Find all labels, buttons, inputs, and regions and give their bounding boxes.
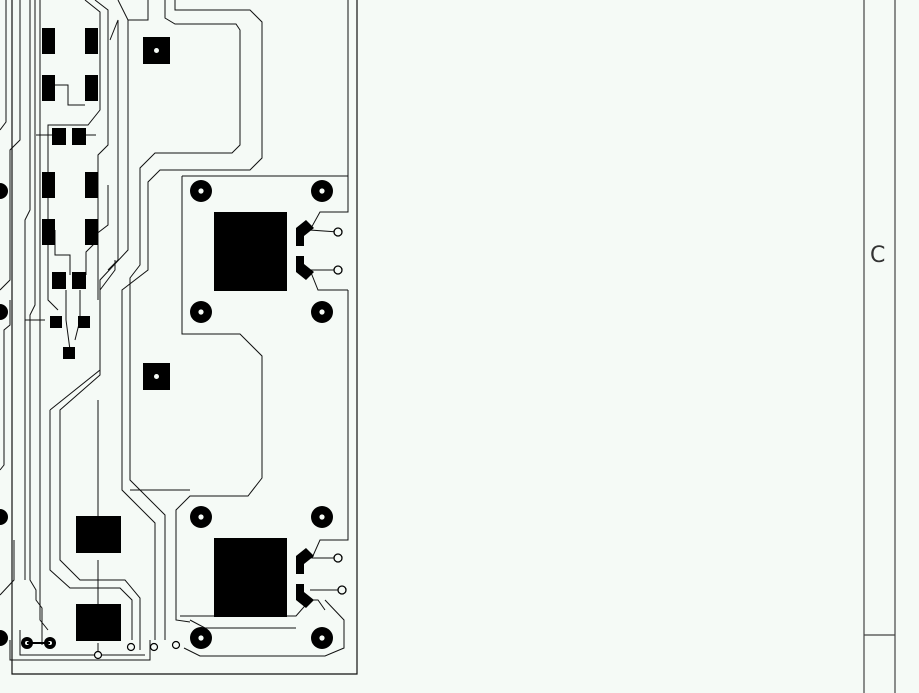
- trace: [65, 290, 71, 351]
- trace: [59, 0, 141, 650]
- trace: [183, 599, 345, 657]
- board-outline: [11, 0, 358, 675]
- regulator-lead: [296, 584, 314, 608]
- trace: [19, 630, 145, 656]
- trace: [0, 540, 15, 596]
- trace: [94, 185, 109, 236]
- regulator-lead: [296, 548, 314, 574]
- mounting-holes: [190, 180, 333, 649]
- smd-pad: [85, 219, 98, 245]
- smd-pad: [85, 172, 98, 198]
- regulator-tab: [214, 212, 287, 291]
- regulator-tab: [214, 538, 287, 617]
- square-pads: [143, 37, 170, 390]
- trace: [175, 176, 263, 623]
- smd-pad: [42, 28, 55, 54]
- trace: [24, 0, 31, 580]
- smd-pad: [50, 316, 62, 328]
- small-vias: [21, 637, 181, 660]
- smd-pad: [63, 347, 75, 359]
- smd-pad: [85, 28, 98, 54]
- smd-pad: [42, 75, 55, 101]
- trace: [182, 175, 349, 233]
- smd-pad: [76, 516, 121, 553]
- trace: [54, 230, 71, 275]
- lower-regulator: [214, 538, 347, 617]
- regulator-lead: [296, 256, 314, 280]
- smd-pads: [42, 28, 121, 641]
- trace: [55, 84, 85, 106]
- trace: [49, 260, 116, 411]
- upper-regulator: [214, 212, 343, 291]
- trace-outlines: [0, 0, 349, 661]
- trace: [39, 0, 49, 631]
- lead-via: [337, 585, 347, 595]
- edge-pad: [0, 304, 8, 320]
- trace: [94, 0, 109, 300]
- smd-pad: [52, 128, 66, 145]
- lead-via: [333, 553, 343, 563]
- via: [93, 650, 103, 660]
- trace: [121, 0, 263, 640]
- trace: [47, 0, 101, 311]
- smd-pad: [78, 316, 90, 328]
- square-pad-drill: [154, 374, 159, 379]
- smd-pad: [52, 272, 66, 289]
- trace: [49, 410, 133, 640]
- regulator-lead: [296, 220, 314, 246]
- lead-via: [333, 265, 343, 275]
- trace: [85, 239, 99, 275]
- smd-pad: [42, 172, 55, 198]
- smd-pad: [42, 219, 55, 245]
- trace: [107, 19, 119, 271]
- trace: [189, 619, 296, 629]
- via: [171, 640, 181, 650]
- trace: [9, 640, 151, 661]
- trace: [309, 269, 348, 291]
- via: [126, 642, 136, 652]
- smd-pad: [85, 75, 98, 101]
- smd-pad: [76, 604, 121, 641]
- smd-pad: [72, 272, 86, 289]
- frame-zone-label: C: [870, 243, 886, 268]
- via: [149, 642, 159, 652]
- square-pad-drill: [154, 48, 159, 53]
- edge-pad: [0, 183, 8, 199]
- trace: [129, 0, 241, 640]
- trace: [29, 0, 43, 645]
- edge-pad: [0, 630, 8, 646]
- edge-pad: [0, 509, 8, 525]
- trace: [311, 290, 349, 559]
- trace: [128, 0, 149, 21]
- lead-via: [333, 227, 343, 237]
- edge-pads: [0, 183, 8, 646]
- smd-pad: [72, 128, 86, 145]
- trace: [0, 300, 11, 471]
- trace: [0, 0, 7, 131]
- trace: [74, 290, 81, 341]
- trace: [0, 0, 21, 291]
